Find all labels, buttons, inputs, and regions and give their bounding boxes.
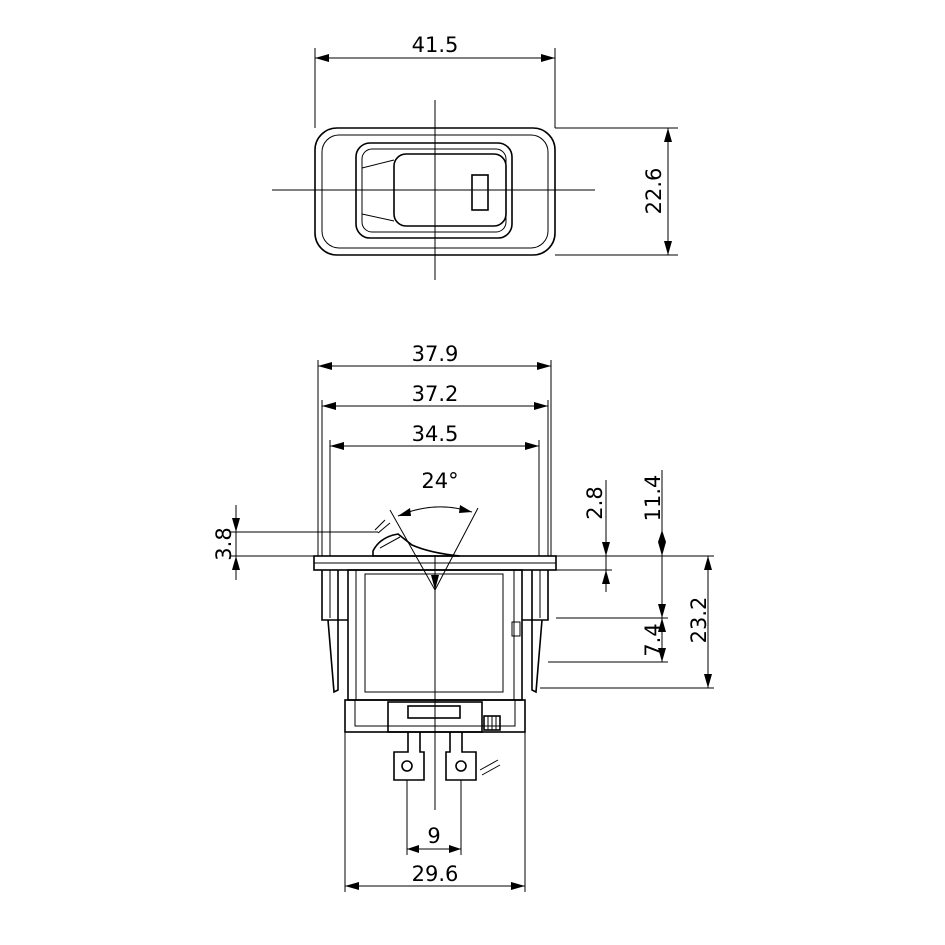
dimension-top-width: 41.5 — [314, 33, 556, 128]
dimension-depth: 23.2 — [540, 555, 714, 689]
bezel-width-label: 37.9 — [412, 342, 459, 366]
rocker-angle-label: 24° — [421, 469, 458, 493]
dimension-bezel-thickness: 2.8 — [556, 480, 612, 592]
clip-height-label: 7.4 — [641, 623, 665, 656]
dimension-body-width: 37.2 — [321, 382, 549, 556]
dimension-overall-top: 11.4 — [556, 470, 668, 619]
dimension-base-width: 29.6 — [344, 732, 526, 892]
bezel-thickness-label: 2.8 — [583, 486, 607, 519]
side-view: 37.9 37.2 34.5 24° — [212, 342, 714, 892]
dimension-rocker-height: 3.8 — [212, 505, 378, 580]
top-width-label: 41.5 — [412, 33, 459, 57]
dimension-bezel-width: 37.9 — [317, 342, 552, 556]
overall-top-label: 11.4 — [641, 475, 665, 522]
body-width-label: 37.2 — [412, 382, 459, 406]
inner-width-label: 34.5 — [412, 422, 459, 446]
rocker-height-label: 3.8 — [212, 527, 236, 560]
top-height-label: 22.6 — [642, 168, 666, 215]
depth-label: 23.2 — [687, 597, 711, 644]
terminal-pitch-label: 9 — [427, 824, 440, 848]
dimension-inner-width: 34.5 — [329, 422, 540, 556]
dimension-clip-height: 7.4 — [548, 618, 668, 663]
dimension-top-height: 22.6 — [555, 127, 678, 256]
dimension-terminal-pitch: 9 — [406, 780, 462, 855]
top-view: 41.5 22.6 — [272, 33, 678, 280]
base-width-label: 29.6 — [412, 862, 459, 886]
